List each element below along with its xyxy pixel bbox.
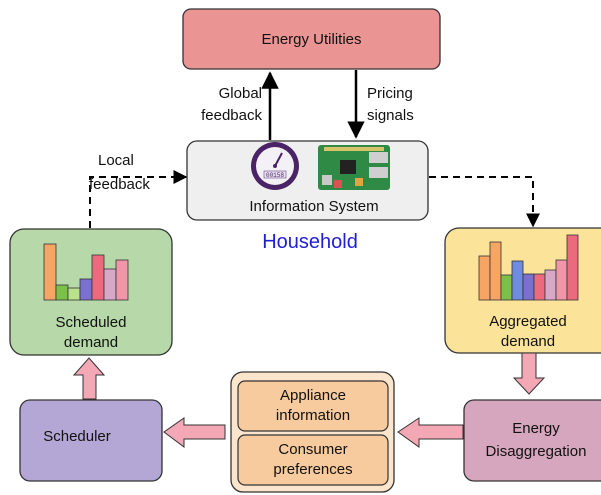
energy-disaggregation-node: Energy Disaggregation	[463, 399, 601, 482]
local-feedback-arrow	[89, 170, 188, 228]
aggregated-demand-node: Aggregated demand	[444, 227, 601, 354]
aggregated-to-disaggregation-arrow	[512, 352, 546, 395]
appliance-information-label-line2: information	[276, 407, 350, 424]
scheduled-demand-node: Scheduled demand	[9, 228, 173, 356]
information-system-node: 00158 Information System	[186, 140, 429, 221]
energy-disaggregation-label-line1: Energy	[512, 420, 560, 437]
meter-display: 00158	[266, 172, 284, 179]
information-system-label: Information System	[249, 198, 378, 215]
scheduler-node: Scheduler	[19, 399, 163, 482]
aggregated-demand-label-line2: demand	[501, 333, 555, 350]
energy-utilities-label: Energy Utilities	[261, 31, 361, 48]
aggregated-demand-bar-icon	[478, 234, 579, 301]
pricing-signals-label-line2: signals	[367, 107, 414, 124]
pricing-signals-label-line1: Pricing	[367, 85, 413, 102]
scheduled-demand-label-line1: Scheduled	[56, 314, 127, 331]
disaggregation-to-preferences-arrow	[397, 417, 464, 448]
preferences-group: Appliance information Consumer preferenc…	[230, 371, 395, 493]
household-label: Household	[262, 231, 358, 253]
consumer-preferences-box	[237, 434, 389, 486]
appliance-information-box	[237, 380, 389, 432]
global-feedback-label-line2: feedback	[201, 107, 262, 124]
raspberry-pi-icon	[318, 145, 390, 190]
global-feedback-label-line1: Global	[219, 85, 262, 102]
energy-utilities-node: Energy Utilities	[182, 8, 441, 70]
energy-disaggregation-label-line2: Disaggregation	[486, 443, 587, 460]
aggregated-demand-label-line1: Aggregated	[489, 313, 567, 330]
scheduler-to-scheduled-arrow	[72, 357, 106, 400]
local-feedback-label-line1: Local	[98, 152, 134, 169]
info-to-aggregated-arrow	[429, 176, 540, 228]
consumer-preferences-label-line2: preferences	[273, 461, 352, 478]
scheduler-label: Scheduler	[43, 428, 111, 445]
smart-meter-icon: 00158	[251, 142, 299, 190]
preferences-to-scheduler-arrow	[163, 417, 226, 448]
consumer-preferences-label-line1: Consumer	[278, 441, 347, 458]
scheduled-demand-label-line2: demand	[64, 334, 118, 351]
appliance-information-label-line1: Appliance	[280, 387, 346, 404]
scheduled-demand-bar-icon	[43, 243, 129, 301]
local-feedback-label-line2: feedback	[89, 176, 150, 193]
